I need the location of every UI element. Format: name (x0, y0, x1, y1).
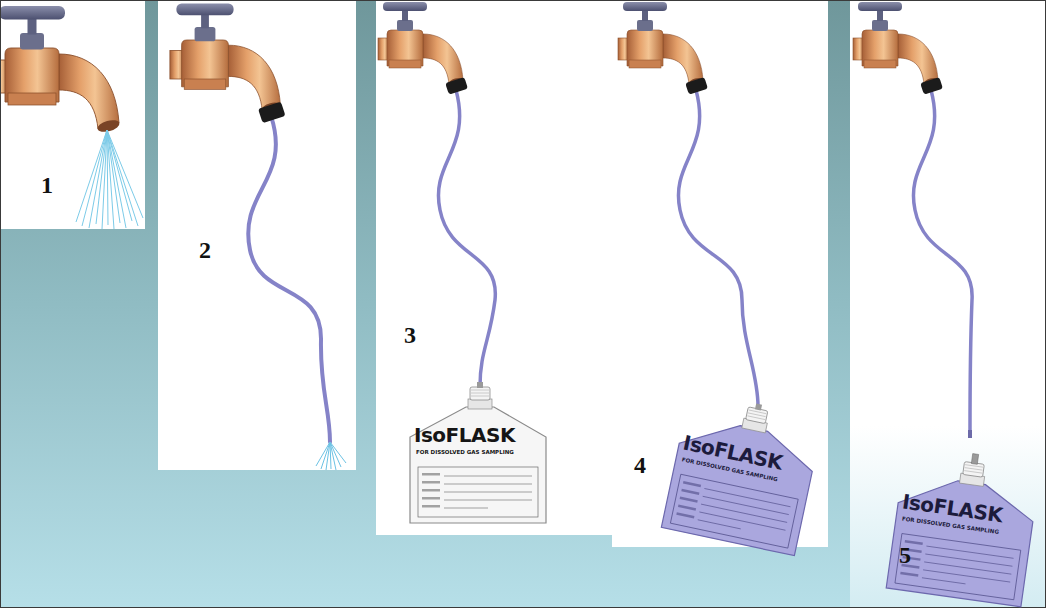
bag-outline (408, 385, 548, 525)
brand-subtitle: FOR DISSOLVED GAS SAMPLING (416, 449, 544, 455)
water-jet (330, 442, 346, 463)
cap-rib (471, 396, 489, 397)
water-jet (326, 442, 330, 470)
form-line (923, 570, 1010, 582)
water-jet (76, 130, 107, 222)
form-line (444, 476, 532, 477)
sample-bag: IsoFLASKFOR DISSOLVED GAS SAMPLING (659, 392, 825, 558)
bag-neck (468, 399, 492, 409)
form-field-mark (680, 497, 698, 503)
water-jet (107, 130, 143, 218)
bag-body (886, 473, 1037, 607)
form-line (444, 484, 532, 485)
bag-cap (470, 387, 490, 400)
label-form (895, 534, 1021, 600)
cap-rib (749, 410, 767, 414)
callout-number: 1 (41, 172, 53, 199)
water-jet (107, 130, 120, 223)
sampling-tube (678, 90, 758, 406)
form-field-mark (422, 473, 440, 476)
sample-bag: IsoFLASKFOR DISSOLVED GAS SAMPLING (884, 451, 1042, 608)
tube-tip (968, 430, 972, 438)
panel (158, 0, 356, 470)
panel (376, 0, 612, 535)
form-field-mark (681, 489, 699, 495)
bag-nozzle (755, 403, 762, 410)
form-field-mark (422, 489, 440, 492)
form-field-mark (422, 505, 440, 508)
tube-collar (258, 102, 285, 124)
form-field-mark (422, 481, 440, 484)
cap-rib (471, 390, 489, 391)
cap-rib (748, 413, 766, 417)
faucet (853, 2, 939, 87)
panel (850, 0, 1046, 608)
bag-nozzle (971, 454, 978, 465)
bag-nozzle (477, 382, 483, 388)
brand-name: IsoFLASK (414, 423, 544, 447)
cap-rib (747, 416, 765, 420)
sample-bag: IsoFLASK FOR DISSOLVED GAS SAMPLING (408, 385, 548, 525)
water-spray (316, 442, 346, 470)
form-line (704, 488, 790, 506)
faucet (618, 2, 704, 87)
form-line (699, 512, 785, 530)
water-jet (107, 130, 132, 221)
faucet (170, 4, 282, 115)
form-line (698, 520, 741, 529)
callout-number: 5 (899, 542, 911, 569)
water-jet (107, 130, 138, 226)
form-line (444, 492, 532, 493)
cap-rib (965, 468, 983, 471)
label-form (670, 474, 798, 548)
water-jet (96, 130, 107, 224)
cap-rib (965, 465, 983, 468)
form-line (924, 562, 1011, 574)
form-line (926, 546, 1013, 558)
sampling-tube (913, 90, 972, 432)
form-field-mark (900, 572, 918, 577)
form-field-mark (422, 497, 440, 500)
water-jet (321, 442, 330, 469)
label-form (418, 467, 538, 517)
form-line (922, 578, 966, 584)
form-line (444, 500, 532, 501)
faucet (0, 6, 121, 134)
form-line (444, 508, 488, 509)
water-jet (89, 130, 107, 228)
bag-body (661, 414, 818, 556)
form-line (925, 554, 1012, 566)
tube-collar (920, 77, 943, 95)
faucet (378, 2, 464, 87)
sampling-tube (248, 116, 330, 442)
form-field-mark (683, 481, 701, 487)
callout-number: 2 (199, 237, 211, 264)
tube-collar (685, 77, 708, 95)
form-line (703, 496, 789, 514)
water-spray (76, 130, 143, 229)
cap-rib (471, 393, 489, 394)
callout-number: 4 (634, 452, 646, 479)
form-field-mark (676, 512, 694, 518)
bag-body (410, 407, 546, 523)
form-field-mark (678, 504, 696, 510)
water-jet (102, 130, 107, 229)
sampling-tube (438, 90, 495, 386)
form-line (701, 504, 787, 522)
callout-number: 3 (404, 322, 416, 349)
cap-rib (964, 471, 982, 474)
tube-collar (445, 77, 468, 95)
